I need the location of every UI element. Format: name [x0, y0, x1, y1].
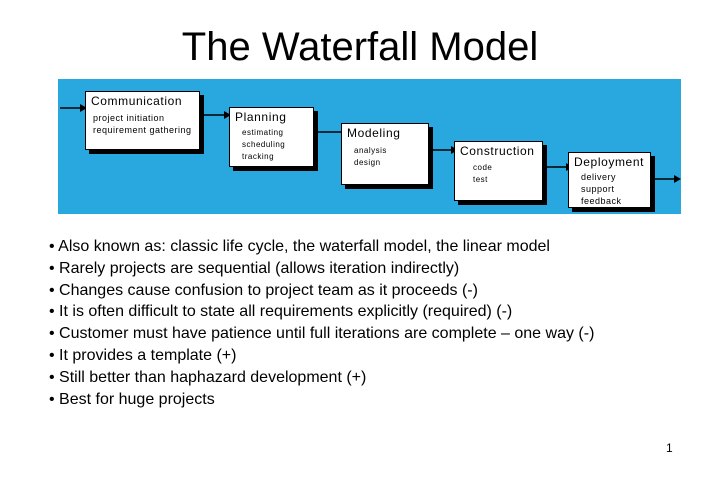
stage-name: Deployment: [574, 155, 645, 169]
waterfall-diagram: Communication project initiation require…: [58, 79, 681, 214]
stage-task: estimating: [242, 128, 284, 137]
stage-planning: Planning estimating scheduling tracking: [229, 107, 314, 167]
bullet-item: • It is often difficult to state all req…: [49, 303, 513, 321]
stage-task: analysis: [354, 146, 387, 155]
stage-task: tracking: [242, 152, 275, 161]
stage-task: support: [581, 184, 615, 194]
page-number: 1: [666, 441, 673, 455]
stage-name: Planning: [235, 110, 287, 124]
stage-task: code: [473, 163, 493, 172]
bullet-item: • Also known as: classic life cycle, the…: [49, 238, 550, 255]
stage-construction: Construction code test: [454, 141, 543, 201]
stage-name: Construction: [460, 144, 535, 158]
stage-task: scheduling: [242, 140, 286, 149]
stage-task: design: [354, 158, 381, 167]
bullet-item: • Customer must have patience until full…: [49, 325, 595, 343]
bullet-item: • Rarely projects are sequential (allows…: [49, 259, 460, 277]
stage-name: Communication: [91, 94, 183, 108]
stage-communication: Communication project initiation require…: [85, 91, 200, 150]
stage-deployment: Deployment delivery support feedback: [568, 152, 651, 208]
stage-task: project initiation: [93, 113, 165, 123]
bullet-list: • Also known as: classic life cycle, the…: [49, 236, 699, 410]
bullet-item: • Still better than haphazard developmen…: [49, 368, 367, 386]
stage-task: requirement gathering: [93, 125, 192, 135]
bullet-item: • Best for huge projects: [49, 390, 215, 408]
stage-task: test: [473, 175, 488, 184]
stage-name: Modeling: [347, 126, 401, 140]
bullet-item: • Changes cause confusion to project tea…: [49, 281, 478, 299]
stage-task: delivery: [581, 172, 617, 182]
bullet-item: • It provides a template (+): [49, 346, 237, 364]
stage-modeling: Modeling analysis design: [341, 123, 429, 185]
slide-title: The Waterfall Model: [181, 25, 539, 69]
stage-task: feedback: [581, 196, 622, 206]
